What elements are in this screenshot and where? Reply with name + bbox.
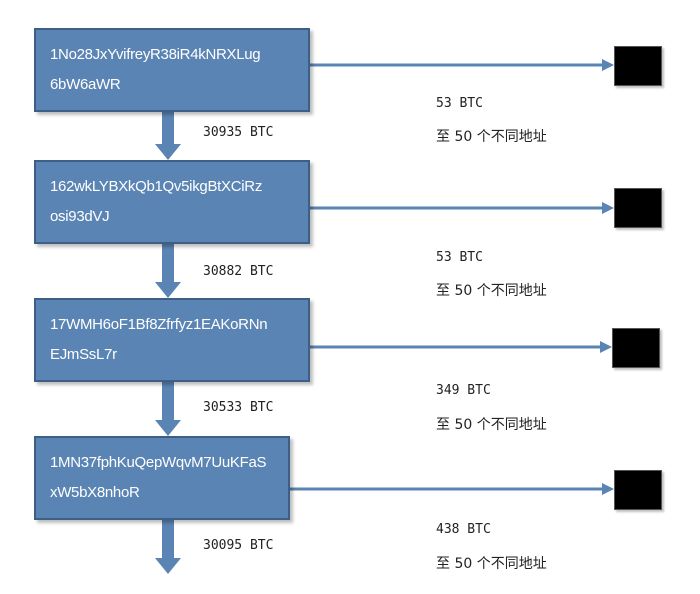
down-amount-label: 30882 BTC bbox=[203, 264, 274, 279]
down-arrow-2 bbox=[155, 244, 181, 298]
address-box-1: 1No28JxYvifreyR38iR4kNRXLug 6bW6aWR bbox=[34, 28, 310, 112]
sink-box-2 bbox=[614, 188, 662, 228]
down-arrow-1 bbox=[155, 112, 181, 160]
side-arrow-3 bbox=[310, 341, 612, 353]
address-box-2: 162wkLYBXkQb1Qv5ikgBtXCiRz osi93dVJ bbox=[34, 160, 310, 244]
address-box-4: 1MN37fphKuQepWqvM7UuKFaS xW5bX8nhoR bbox=[34, 436, 290, 520]
sink-box-3 bbox=[612, 328, 660, 368]
side-note-label: 至 50 个不同地址 bbox=[436, 283, 547, 299]
address-box-3: 17WMH6oF1Bf8Zfrfyz1EAKoRNn EJmSsL7r bbox=[34, 298, 310, 382]
down-arrow-4 bbox=[155, 520, 181, 574]
address-line: osi93dVJ bbox=[50, 208, 110, 225]
side-amount-label: 438 BTC bbox=[436, 522, 491, 537]
down-arrow-3 bbox=[155, 382, 181, 436]
address-line: EJmSsL7r bbox=[50, 346, 117, 363]
sink-box-1 bbox=[614, 46, 662, 86]
sink-box-4 bbox=[614, 470, 662, 510]
side-arrow-1 bbox=[310, 59, 614, 71]
side-amount-label: 349 BTC bbox=[436, 383, 491, 398]
address-line: 1MN37fphKuQepWqvM7UuKFaS bbox=[50, 454, 267, 471]
down-amount-label: 30533 BTC bbox=[203, 400, 274, 415]
side-arrow-2 bbox=[310, 202, 614, 214]
address-line: 162wkLYBXkQb1Qv5ikgBtXCiRz bbox=[50, 178, 263, 195]
down-amount-label: 30935 BTC bbox=[203, 125, 274, 140]
side-note-label: 至 50 个不同地址 bbox=[436, 417, 547, 433]
address-line: 1No28JxYvifreyR38iR4kNRXLug bbox=[50, 46, 261, 63]
side-arrow-4 bbox=[290, 483, 614, 495]
address-line: 17WMH6oF1Bf8Zfrfyz1EAKoRNn bbox=[50, 316, 268, 333]
side-note-label: 至 50 个不同地址 bbox=[436, 556, 547, 572]
address-line: xW5bX8nhoR bbox=[50, 484, 140, 501]
side-amount-label: 53 BTC bbox=[436, 96, 483, 111]
address-line: 6bW6aWR bbox=[50, 76, 121, 93]
side-note-label: 至 50 个不同地址 bbox=[436, 129, 547, 145]
down-amount-label: 30095 BTC bbox=[203, 538, 274, 553]
side-amount-label: 53 BTC bbox=[436, 250, 483, 265]
